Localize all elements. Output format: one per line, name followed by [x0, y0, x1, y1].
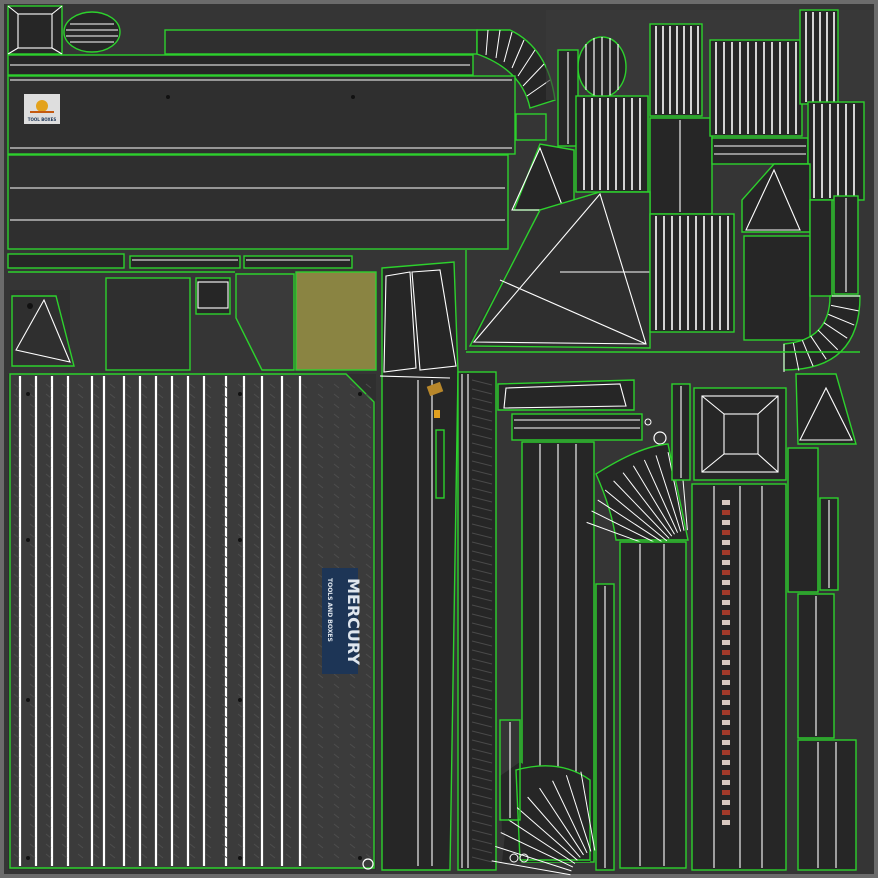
- right-middle-islands: [465, 191, 861, 372]
- olive-color-swatch: [296, 272, 376, 370]
- brand-decal-side: [322, 568, 358, 674]
- top-right-islands: [511, 9, 874, 233]
- bottom-right-islands: [491, 373, 857, 876]
- sun-logo-icon: [36, 100, 48, 112]
- middle-left-islands: [10, 271, 377, 371]
- brand-decal-side-text: MERCURY: [344, 578, 363, 665]
- brand-decal-top-text: TOOL BOXES: [28, 117, 57, 122]
- top-left-islands: TOOL BOXES: [7, 5, 556, 273]
- center-column: [362, 261, 497, 871]
- warning-stripe: [722, 500, 730, 825]
- tread-plate-panel: MERCURY TOOLS AND BOXES: [8, 373, 376, 870]
- brand-decal-side-subtext: TOOLS AND BOXES: [326, 578, 333, 642]
